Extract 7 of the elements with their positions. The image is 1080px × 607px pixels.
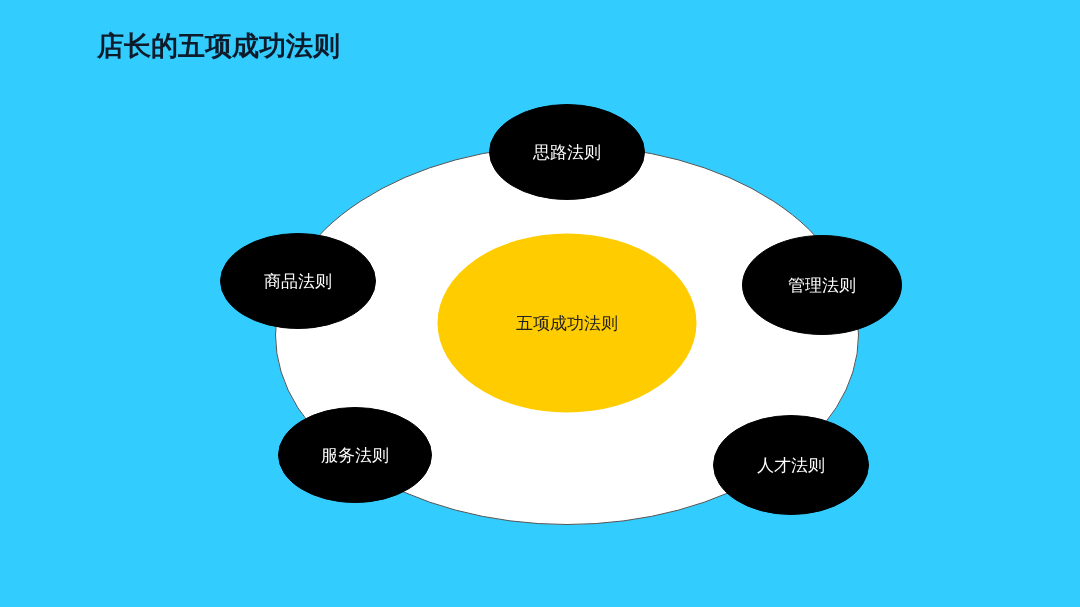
rule-label: 管理法则 <box>788 273 856 297</box>
title: 店长的五项成功法则 <box>97 29 340 63</box>
rule-label: 商品法则 <box>264 269 332 293</box>
rule-label: 人才法则 <box>757 453 825 477</box>
rule-label: 思路法则 <box>533 140 601 164</box>
rule-label: 服务法则 <box>321 443 389 467</box>
rule-label: 五项成功法则 <box>516 311 618 335</box>
